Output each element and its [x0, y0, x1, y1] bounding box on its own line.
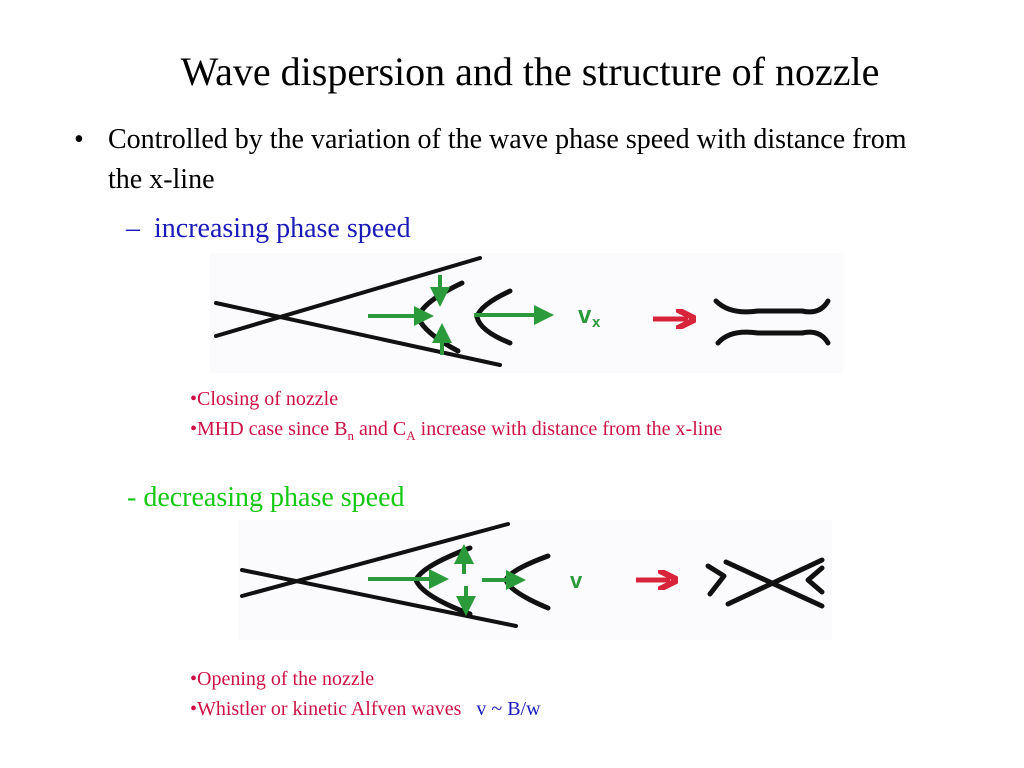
- svg-text:x: x: [592, 314, 601, 331]
- closing-nozzle-figure: v x: [210, 253, 843, 373]
- dash-marker: –: [126, 213, 140, 244]
- increasing-label: increasing phase speed: [154, 213, 411, 244]
- opening-note: •Opening of the nozzle: [190, 668, 375, 690]
- decreasing-notes: •Opening of the nozzle •Whistler or kine…: [190, 664, 541, 724]
- opening-nozzle-figure: v: [238, 520, 832, 640]
- field-line-upper: [214, 256, 482, 338]
- slide-title: Wave dispersion and the structure of noz…: [180, 49, 880, 94]
- open-right-bracket: [805, 565, 825, 595]
- main-bullet-text: Controlled by the variation of the wave …: [108, 124, 907, 195]
- dispersion-relation: v ~ B/w: [476, 698, 541, 720]
- open-left-bracket: [705, 563, 727, 597]
- increasing-notes: •Closing of nozzle •MHD case since Bn an…: [190, 384, 722, 444]
- velocity-label: v: [570, 568, 583, 593]
- closed-nozzle-top: [713, 298, 831, 315]
- bullet-marker: •: [74, 124, 84, 155]
- whistler-note: •Whistler or kinetic Alfven waves v ~ B/…: [190, 698, 541, 720]
- field-line-lower: [240, 568, 518, 628]
- field-line-lower: [214, 301, 502, 367]
- decreasing-phase-speed-heading: - decreasing phase speed: [127, 482, 405, 513]
- open-x-line-2: [725, 557, 825, 607]
- increasing-phase-speed-heading: – increasing phase speed: [126, 211, 411, 247]
- velocity-label: v: [578, 302, 592, 329]
- mhd-note: •MHD case since Bn and CA increase with …: [190, 418, 723, 443]
- closing-note: •Closing of nozzle: [190, 388, 339, 410]
- closed-nozzle-bottom: [715, 329, 831, 346]
- field-line-upper: [240, 522, 510, 598]
